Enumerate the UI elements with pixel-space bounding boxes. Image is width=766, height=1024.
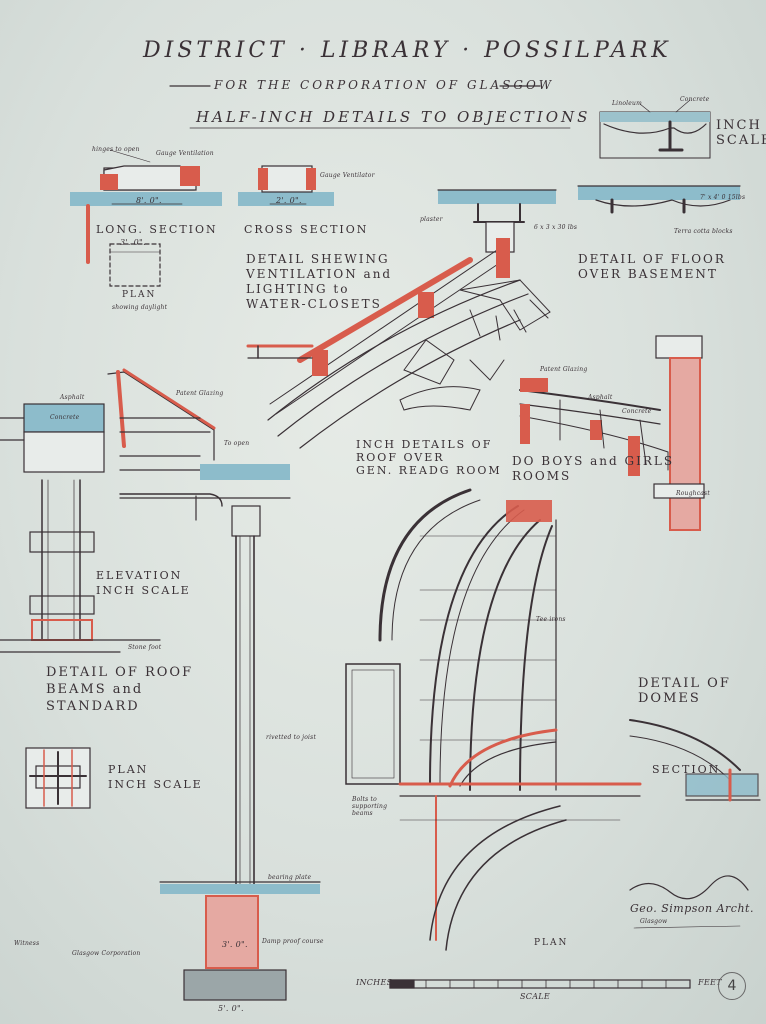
dim-5ft-base: 5'. 0".: [218, 1004, 244, 1013]
dim-7x4: 7' x 4' 0 15lbs: [700, 194, 746, 201]
heading-detail-ventilation: DETAIL SHEWING VENTILATION and LIGHTING …: [246, 252, 393, 311]
page-number: 4: [718, 972, 746, 1000]
dim-8ft: 8'. 0".: [136, 196, 162, 205]
title-sub: FOR THE CORPORATION OF GLASGOW: [214, 78, 555, 92]
note-gauge-vent: Gauge Ventilation: [156, 150, 214, 157]
standard-plan: [25, 747, 91, 809]
note-hinges: hinges to open: [92, 146, 140, 153]
floor-detail-right: [577, 185, 741, 214]
note-witness: Witness: [14, 940, 40, 947]
inch-scale-floor-detail: [599, 99, 711, 159]
note-damp-course: Damp proof course: [262, 938, 324, 945]
heading-section: SECTION: [652, 763, 721, 776]
dome-plan-arcs: [345, 488, 642, 951]
note-roughcast: Roughcast: [676, 490, 710, 497]
note-to-open: To open: [224, 440, 250, 447]
central-column: [119, 493, 321, 1001]
note-bolts: Bolts to supporting beams: [352, 796, 388, 817]
note-rivets: rivetted to joist: [266, 734, 317, 741]
title-main: DISTRICT · LIBRARY · POSSILPARK: [143, 38, 672, 63]
heading-detail-roof-beams: DETAIL OF ROOF BEAMS and STANDARD: [46, 665, 194, 714]
scale-bar-label: SCALE: [520, 992, 551, 1001]
note-gauge-vent2: Gauge Ventilator: [320, 172, 375, 179]
heading-detail-floor: DETAIL OF FLOOR OVER BASEMENT: [578, 252, 726, 281]
heading-boys-girls-rooms: DO BOYS and GIRLS ROOMS: [512, 454, 675, 483]
heading-cross-section: CROSS SECTION: [244, 223, 369, 236]
note-patent-glazing-right: Patent Glazing: [540, 366, 588, 373]
note-showing-skylight: showing daylight: [112, 304, 168, 311]
heading-detail-domes: DETAIL OF DOMES: [638, 676, 731, 706]
note-stone-foot: Stone foot: [128, 644, 162, 651]
left-concrete-block: [0, 403, 105, 473]
reading-room-roof-truss: [267, 279, 551, 449]
note-tee-irons: Tee irons: [536, 616, 566, 623]
skylight-plan: [109, 243, 161, 287]
note-plaster: plaster: [420, 216, 443, 223]
note-patent-glazing-left: Patent Glazing: [176, 390, 224, 397]
elevation-roof: [107, 368, 291, 521]
signature: [629, 875, 749, 929]
dim-2ft: 2'. 0".: [276, 196, 302, 205]
long-section-skylight: [70, 149, 222, 264]
dim-3ft-base: 3'. 0".: [222, 940, 248, 949]
note-concrete-top: Concrete: [680, 96, 710, 103]
title-subtitle: HALF-INCH DETAILS TO OBJECTIONS: [196, 108, 591, 126]
note-concrete-left: Concrete: [50, 414, 80, 421]
heading-inch-scale-top: INCH SCALE: [716, 118, 766, 148]
cross-section-skylight: [238, 165, 334, 206]
signature-address: Glasgow: [640, 918, 668, 925]
scale-feet-label: FEET: [698, 978, 722, 987]
note-linoleum: Linoleum: [612, 100, 643, 107]
scale-bar-graphic: [389, 979, 691, 989]
boys-girls-rooms-detail: [519, 335, 705, 531]
note-concrete-right: Concrete: [622, 408, 652, 415]
signature-name: Geo. Simpson Archt.: [630, 902, 754, 915]
dim-3ft: 3'. 0".: [120, 238, 146, 247]
note-terra-cotta: Terra cotta blocks: [674, 228, 733, 235]
water-closet-vent-roof: [246, 238, 510, 415]
heading-long-section: LONG. SECTION: [96, 223, 218, 236]
dim-6x3: 6 x 3 x 30 lbs: [534, 224, 578, 231]
heading-elevation: ELEVATION INCH SCALE: [96, 569, 191, 597]
note-bearing-plate: bearing plate: [268, 874, 312, 881]
heading-inch-details-roof: INCH DETAILS OF ROOF OVER GEN. READG ROO…: [356, 438, 502, 477]
note-asphalt-left: Asphalt: [60, 394, 85, 401]
dome-section: [629, 719, 761, 802]
title-rules: [169, 85, 571, 129]
note-asphalt-right: Asphalt: [588, 394, 613, 401]
scale-inches-label: INCHES: [356, 978, 393, 987]
note-corporation: Glasgow Corporation: [72, 950, 141, 957]
standard-elevation: [0, 479, 161, 653]
heading-plan-bottom: PLAN: [534, 938, 569, 948]
heading-plan-skylight: PLAN: [122, 290, 157, 300]
heading-plan-inch: PLAN INCH SCALE: [108, 763, 203, 791]
